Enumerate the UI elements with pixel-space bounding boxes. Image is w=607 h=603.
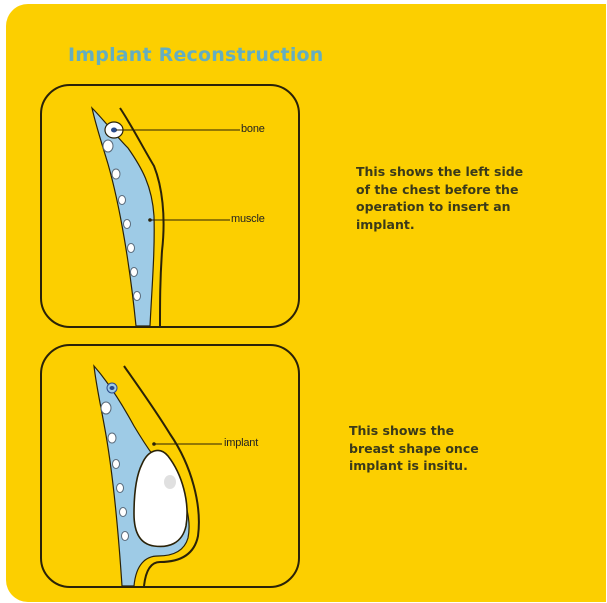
implant-panel: implant [40, 344, 300, 588]
implant-shape [134, 450, 187, 546]
page-title: Implant Reconstruction [68, 44, 324, 66]
caption-implant: This shows the breast shape once implant… [349, 422, 589, 475]
caption-before: This shows the left side of the chest be… [356, 163, 596, 233]
implant-label: implant [224, 437, 258, 449]
chest-before-diagram [42, 86, 298, 326]
implant-diagram [42, 346, 298, 586]
muscle-tissue [92, 108, 154, 326]
info-card: Implant Reconstruction [6, 4, 606, 602]
chest-before-panel: bone muscle [40, 84, 300, 328]
muscle-label: muscle [231, 213, 265, 225]
bone-label: bone [241, 123, 265, 135]
